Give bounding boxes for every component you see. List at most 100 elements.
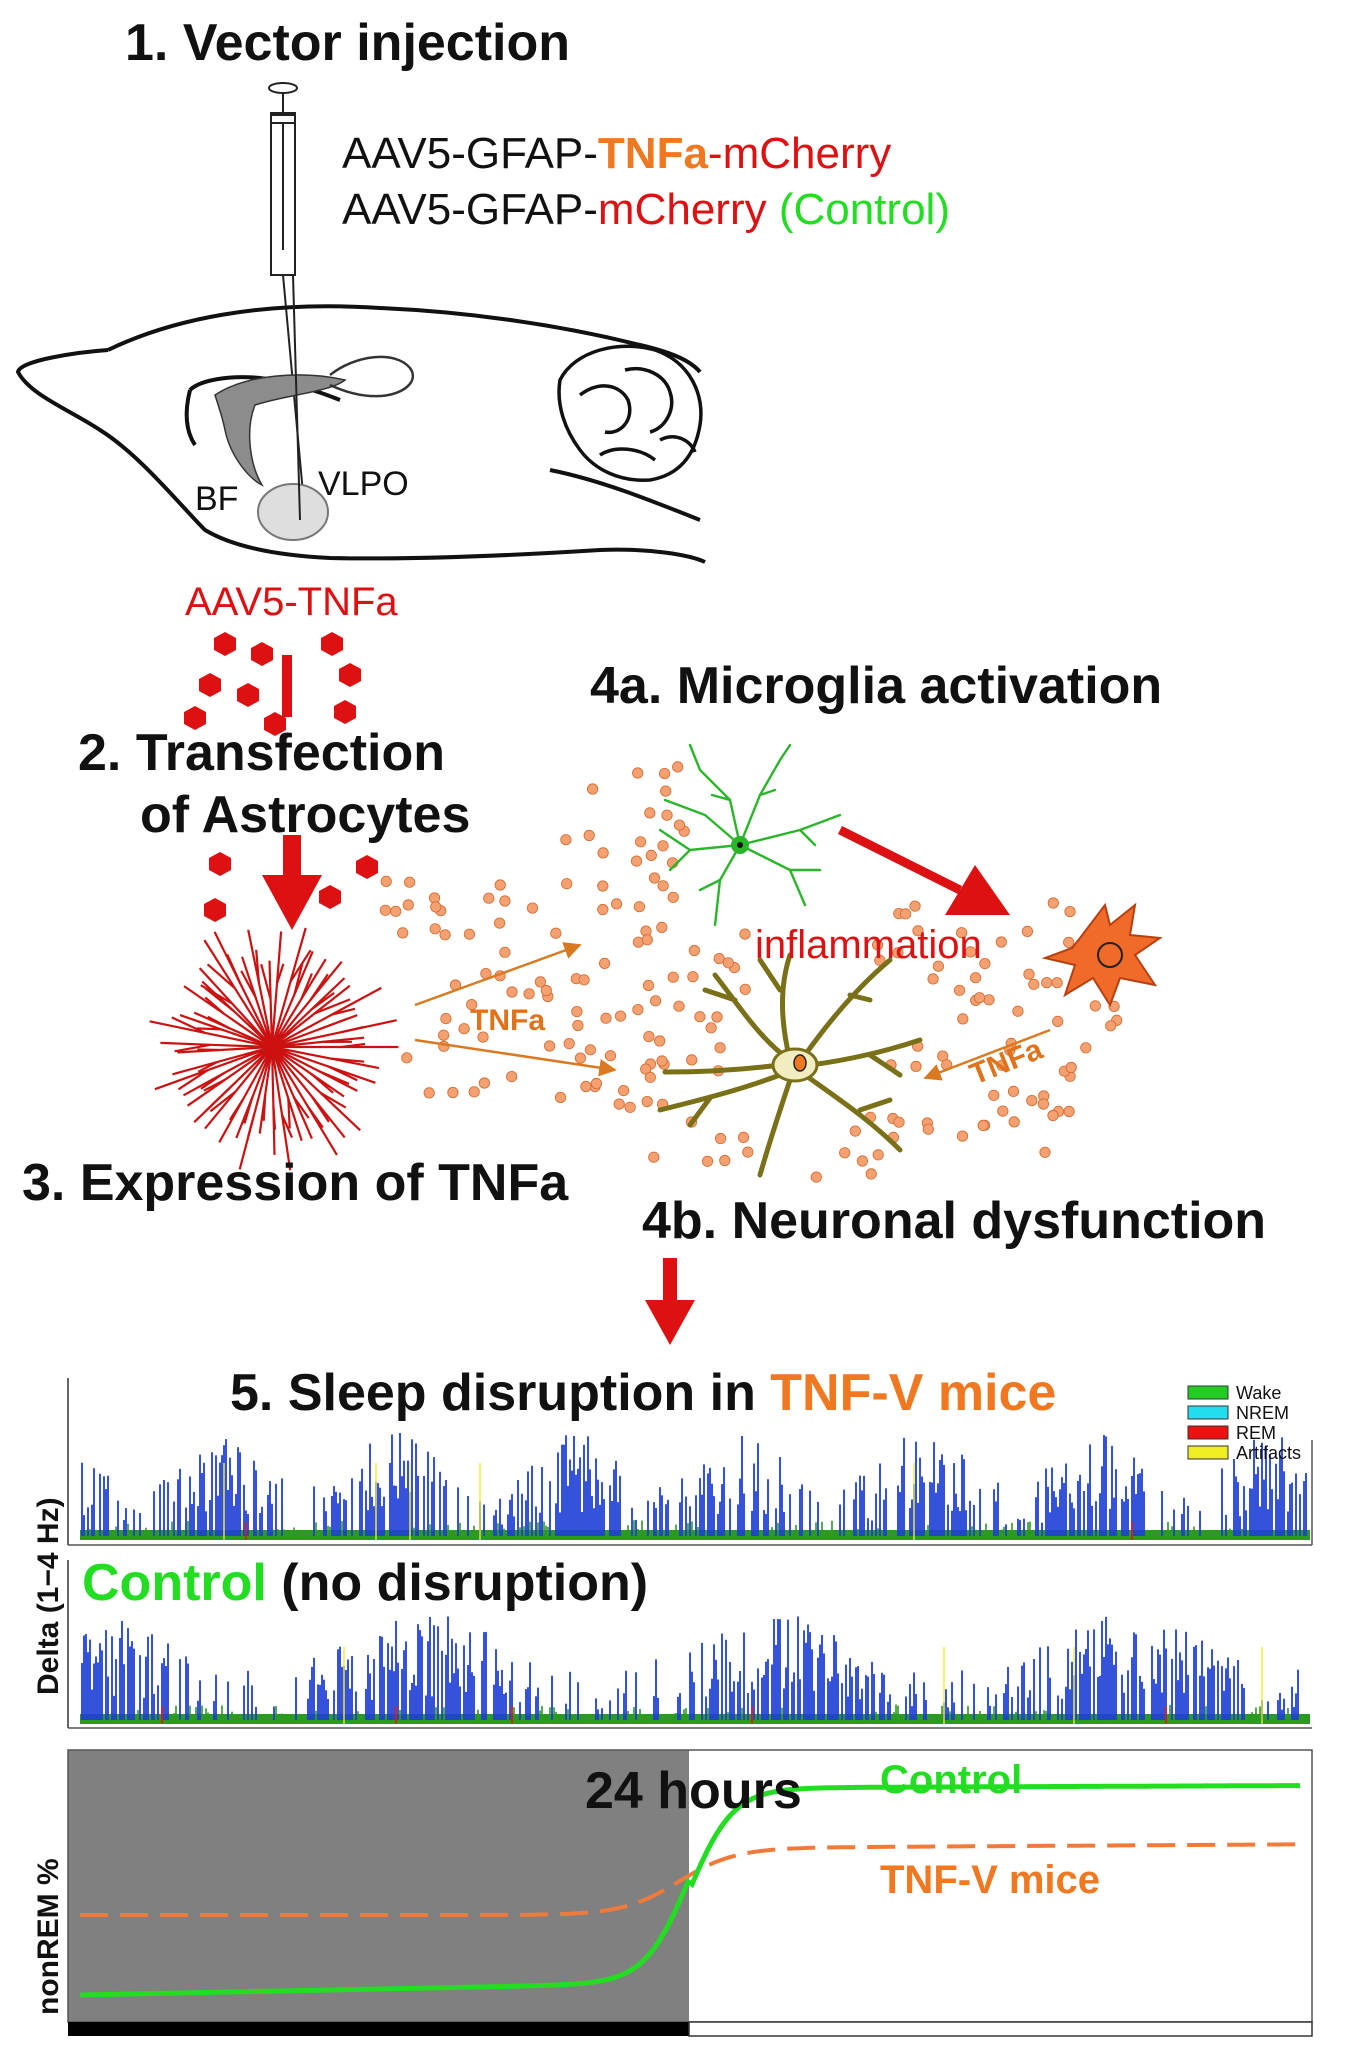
tnfa-particle: [560, 834, 572, 846]
tnfa-particle: [1064, 905, 1076, 918]
virus-label: AAV5-TNFa: [185, 580, 398, 624]
tnfa-particle: [644, 1071, 656, 1083]
tnfa-particle: [656, 921, 668, 934]
tnfa-particle: [499, 946, 511, 958]
cerebellum: [557, 344, 703, 482]
tnfa-particle: [648, 872, 661, 884]
tnfa-particle: [534, 976, 547, 988]
tnfa-particle: [839, 1147, 851, 1159]
tnfa-particle: [641, 1096, 653, 1108]
tnfa-particle: [540, 984, 552, 997]
tnfa-particle: [645, 849, 657, 862]
tnfa-particle: [956, 1130, 969, 1142]
tnfa-arrow-to-microglia: [414, 942, 582, 1007]
tnfa-particle: [468, 1086, 480, 1098]
tnfa-particle: [912, 925, 924, 937]
tnfa-particle: [957, 1013, 969, 1025]
svg-text:REM: REM: [1236, 1423, 1276, 1443]
tnfa-particle: [493, 917, 506, 929]
step4b-title: 4b. Neuronal dysfunction: [642, 1192, 1266, 1250]
tnfa-particle: [604, 1050, 617, 1062]
tnfa-particle: [686, 1054, 698, 1066]
tnfa-particle: [643, 1031, 655, 1043]
step5-title: 5. Sleep disruption in TNF-V mice: [230, 1364, 1056, 1422]
dark-phase-shading: [68, 1750, 689, 2022]
inflammation-label: inflammation: [755, 923, 982, 967]
light-phase-bar: [688, 2021, 1313, 2037]
astrocyte: [149, 927, 399, 1171]
tnfa-particle: [955, 927, 968, 939]
curve-label-tnfv: TNF-V mice: [880, 1858, 1100, 1902]
tnfa-particle: [439, 929, 451, 941]
tnfa-particle: [892, 947, 904, 959]
tnfa-particle: [403, 876, 416, 888]
tnfa-particle: [871, 939, 884, 951]
tnfa-particle: [586, 783, 599, 795]
tnfa-particle: [657, 880, 669, 892]
tnfa-particle: [739, 983, 751, 995]
tnfa-particle: [893, 1116, 905, 1128]
tnfa-particle: [634, 836, 647, 848]
tnfa-particle: [996, 1059, 1008, 1071]
tnfa-particle: [973, 992, 986, 1004]
step3-title: 3. Expression of TNFa: [22, 1154, 569, 1212]
tnfa-particle: [849, 1125, 861, 1137]
legend-item-rem: REM: [1187, 1423, 1276, 1443]
tnfa-particle: [714, 1042, 726, 1054]
tnfa-particle: [997, 1105, 1009, 1117]
tnfa-particle: [719, 1154, 731, 1167]
tnfa-label-left: TNFa: [470, 1004, 545, 1037]
tnfa-particle: [380, 875, 392, 888]
tnfa-particle: [977, 1119, 989, 1132]
tnfa-particle: [672, 761, 684, 773]
tnfa-particle: [722, 957, 734, 969]
tnfa-particle: [649, 995, 662, 1007]
tnfa-particle: [673, 819, 686, 831]
vector-control-construct: AAV5-GFAP-mCherry (Control): [342, 185, 950, 234]
injection-needle: [292, 274, 301, 521]
tnfa-particle: [598, 957, 611, 970]
tnfa-particle: [478, 1077, 490, 1089]
aav-particles: [184, 632, 378, 922]
tnfa-particle: [642, 979, 655, 992]
control-delta-trace: [80, 1616, 1310, 1724]
tnfa-particle: [580, 1080, 592, 1093]
tnfa-particle: [687, 971, 699, 983]
transfection-bar: [282, 655, 292, 717]
tnfa-particle: [1063, 936, 1075, 949]
tnfa-particle: [572, 1019, 584, 1032]
tnfa-particle: [648, 1151, 660, 1163]
step2-title-line1: 2. Transfection: [78, 724, 445, 782]
tnfa-particle: [477, 1031, 489, 1043]
tnfa-particle: [1047, 897, 1059, 909]
tnfa-arrow-from-microglia: [923, 1028, 1051, 1081]
tnfa-particle: [1051, 977, 1063, 989]
tnfa-particle: [644, 807, 656, 819]
tnfa-particle: [583, 829, 595, 842]
tnfa-particle: [1041, 977, 1053, 989]
tnfa-particle: [705, 1022, 717, 1034]
tnfa-arrow-to-neuron: [414, 1038, 617, 1077]
tnfa-particle: [543, 1040, 556, 1052]
tnfa-particle: [1065, 1061, 1077, 1074]
hours-label: 24 hours: [585, 1762, 802, 1820]
tnfa-particle: [597, 847, 609, 859]
syringe-icon: [268, 82, 306, 516]
tnfa-particle: [856, 1155, 869, 1167]
tnfa-particle: [506, 1071, 518, 1083]
tnfa-particle: [1063, 1105, 1075, 1118]
tnfa-particle: [632, 767, 644, 779]
tnfa-particle: [613, 1098, 625, 1110]
tnfa-particle: [494, 879, 506, 891]
region-vlpo-label: VLPO: [318, 465, 409, 503]
tnfa-particle: [910, 1060, 922, 1073]
tnfa-particle: [617, 1085, 630, 1097]
tnfa-particle: [430, 901, 442, 913]
tnfa-particle: [932, 960, 945, 972]
tnfa-particle: [397, 927, 409, 939]
tnfa-particle: [979, 957, 991, 970]
tnfa-particle: [600, 1012, 612, 1024]
tnfa-particle: [499, 895, 511, 907]
tnfa-particle: [714, 1132, 727, 1145]
tnfa-particle: [658, 767, 671, 780]
